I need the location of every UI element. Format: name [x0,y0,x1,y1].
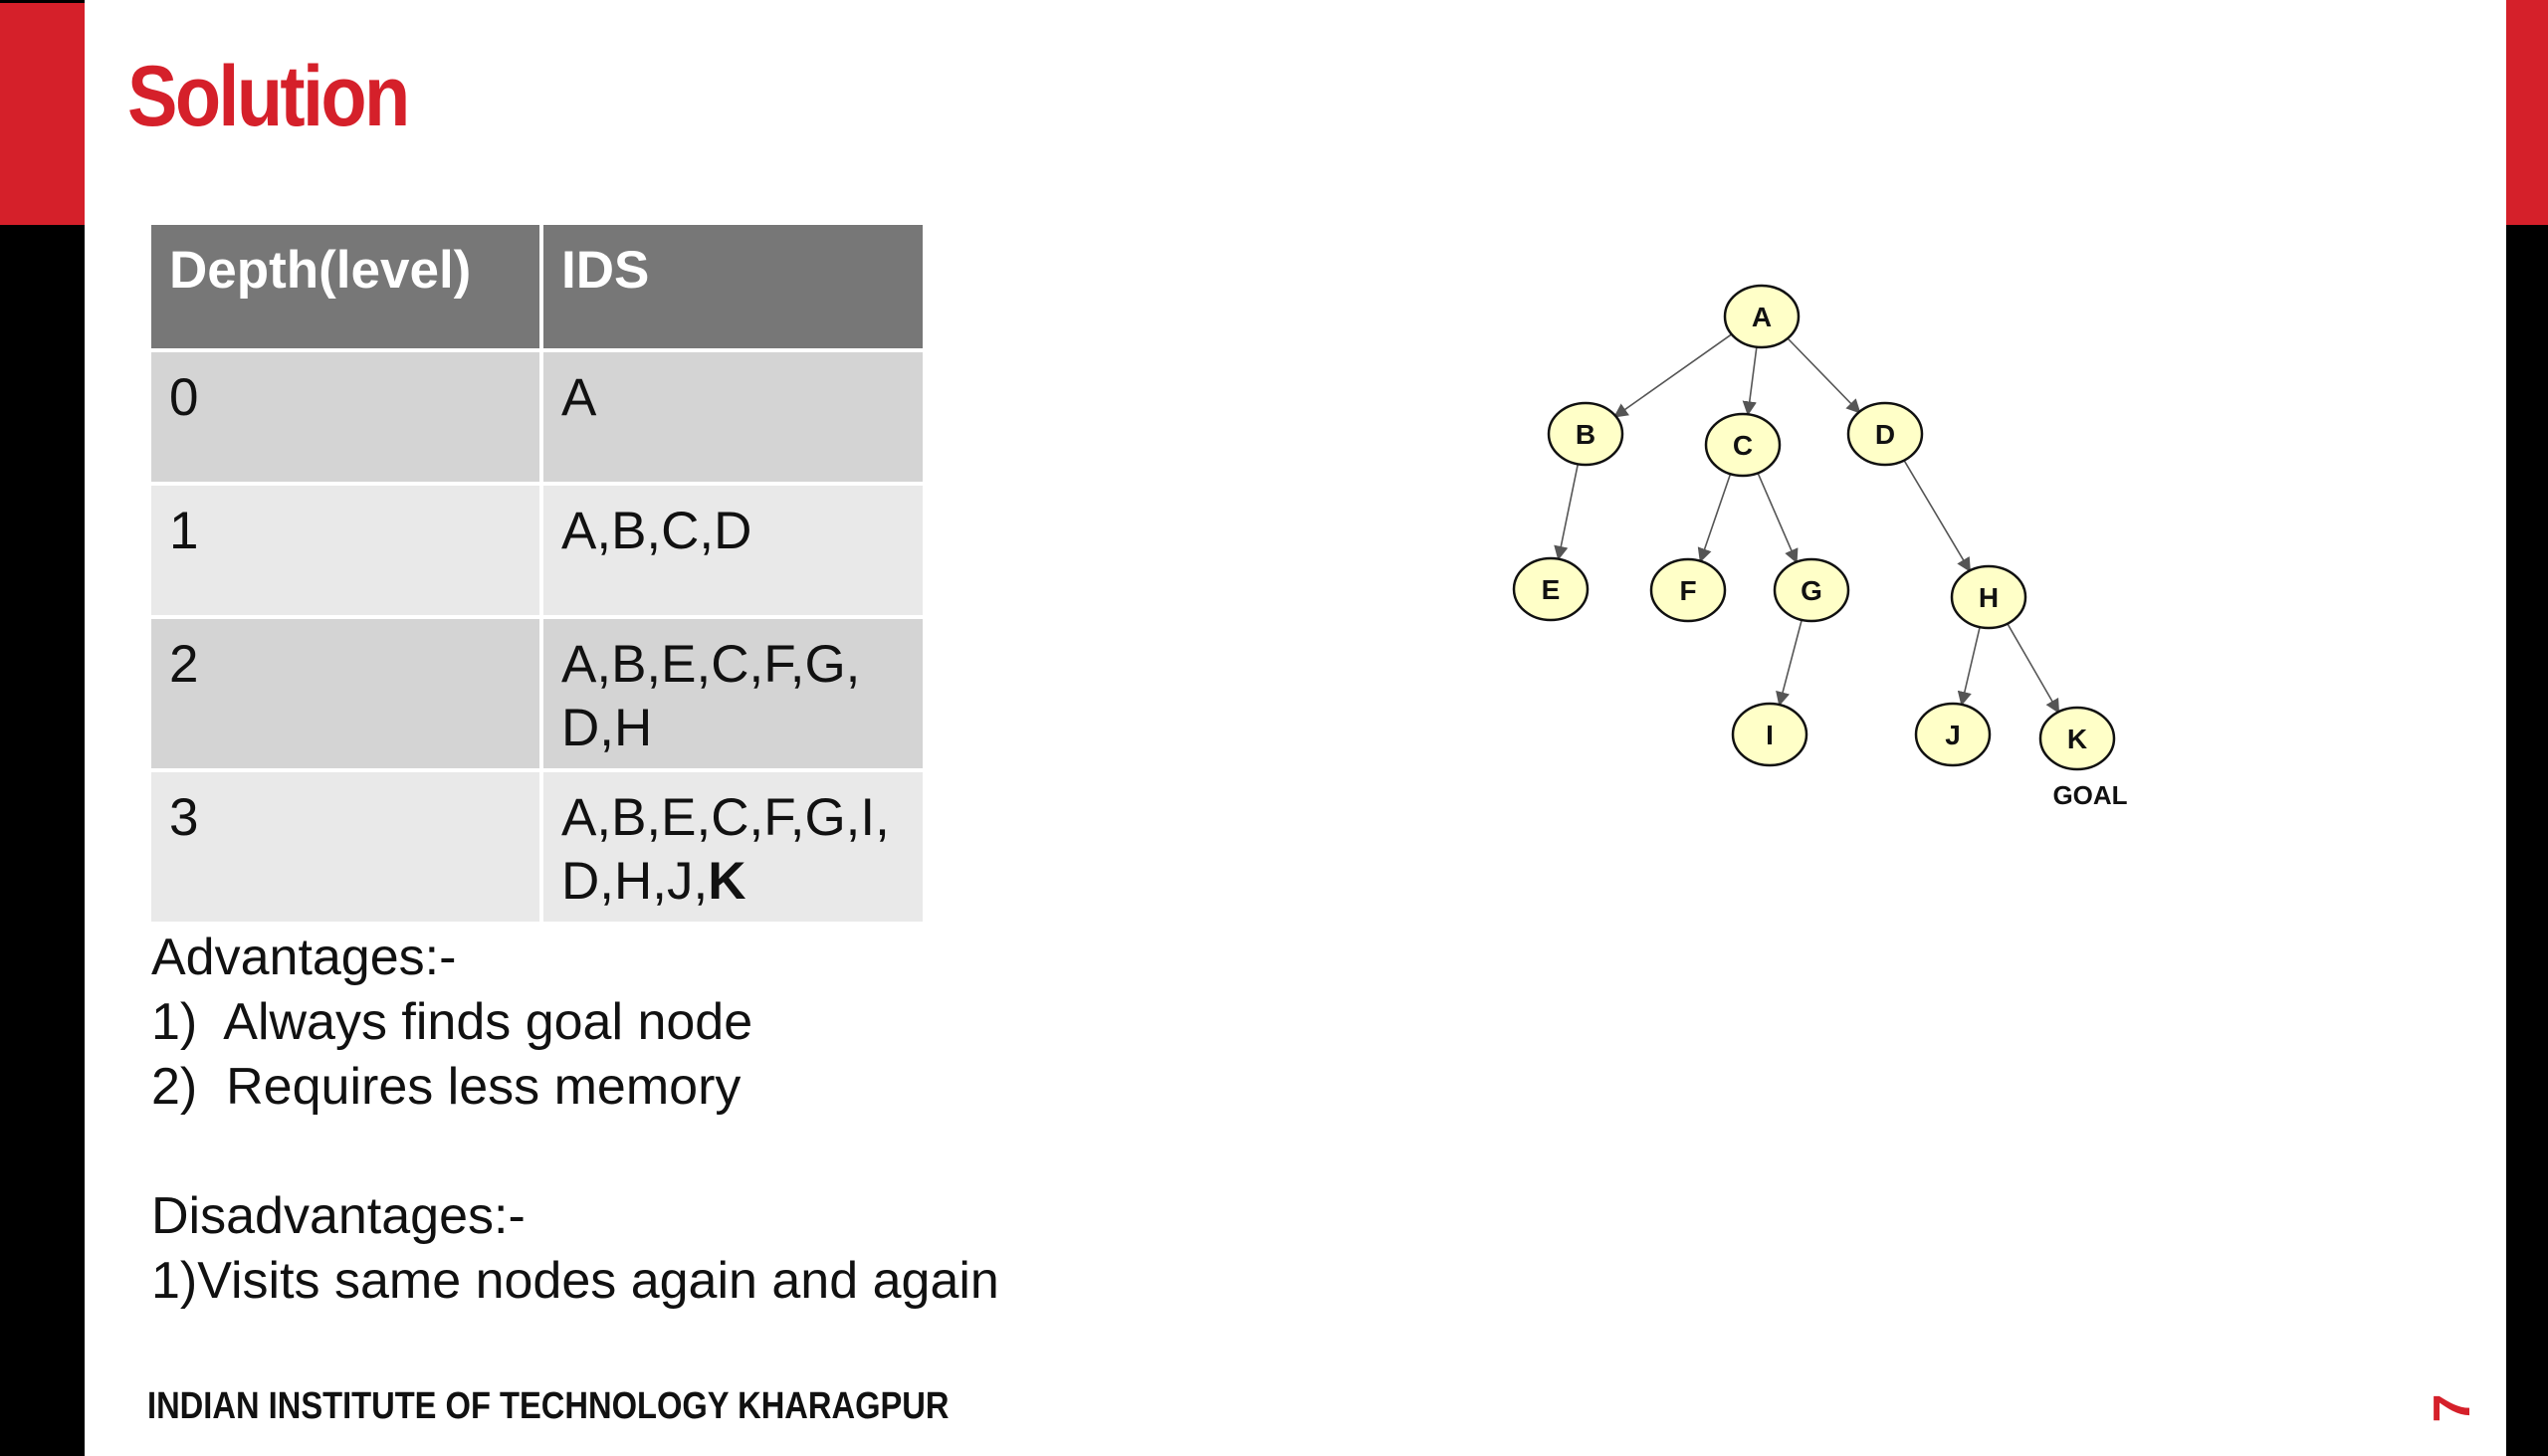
ids-sequence: A,B,E,C,F,G,I,D,H,J, [561,788,890,911]
depth-cell: 1 [151,486,539,615]
tree-edge-H-K [2006,622,2060,714]
ids-cell: A,B,E,C,F,G,D,H [543,619,923,768]
tree-edge-A-D [1786,336,1861,414]
tree-node-label: E [1542,574,1561,605]
ids-sequence: A,B,E,C,F,G,D,H [561,635,861,757]
tree-node-C: C [1704,412,1782,478]
tree-node-I: I [1731,702,1808,767]
tree-node-G: G [1773,557,1850,623]
goal-label: GOAL [2052,780,2127,810]
advantage-item: 1) Always finds goal node [151,993,753,1051]
ids-cell: A,B,E,C,F,G,I,D,H,J,K [543,772,923,922]
ids-table: Depth(level) IDS 0 A 1 A,B,C,D 2 A,B,E,C… [147,221,927,926]
table-row: 0 A [151,352,923,482]
tree-edge-D-H [1903,459,1971,573]
tree-node-label: B [1576,419,1595,450]
header-ids: IDS [543,225,923,348]
tree-edge-C-G [1757,472,1799,564]
tree-node-D: D [1846,401,1924,467]
institute-footer: INDIAN INSTITUTE OF TECHNOLOGY KHARAGPUR [147,1385,950,1427]
disadvantage-item: 1)Visits same nodes again and again [151,1252,999,1310]
tree-node-J: J [1914,702,1992,767]
table-row: 1 A,B,C,D [151,486,923,615]
table-header-row: Depth(level) IDS [151,225,923,348]
table-row: 3 A,B,E,C,F,G,I,D,H,J,K [151,772,923,922]
advantages-heading: Advantages:- [151,929,457,986]
tree-node-label: D [1875,419,1895,450]
page-number: 7 [2424,1393,2481,1423]
tree-edge-A-C [1742,346,1758,416]
header-depth: Depth(level) [151,225,539,348]
tree-edge-B-E [1554,464,1580,561]
ids-cell: A [543,352,923,482]
tree-node-label: H [1979,582,1999,613]
spacer [151,1120,999,1184]
depth-cell: 2 [151,619,539,768]
tree-node-label: I [1766,720,1774,750]
tree-node-A: A [1723,284,1801,349]
tree-node-label: A [1752,302,1772,332]
ids-cell: A,B,C,D [543,486,923,615]
tree-node-E: E [1512,556,1590,622]
tree-node-label: F [1679,575,1696,606]
tree-edges [1554,332,2060,714]
slide-title: Solution [127,49,410,144]
tree-node-label: J [1945,720,1961,750]
tree-edge-C-F [1697,473,1732,563]
tree-nodes: A B C D E F G H I J K [1512,284,2116,771]
tree-node-label: G [1801,575,1822,606]
depth-cell: 0 [151,352,539,482]
tree-node-label: C [1733,430,1753,461]
tree-node-F: F [1649,557,1727,623]
tree-node-B: B [1547,401,1624,467]
search-tree-diagram: A B C D E F G H I J K GOAL [1512,284,2128,810]
depth-cell: 3 [151,772,539,922]
left-accent-bar [0,3,85,225]
tree-node-H: H [1950,564,2027,630]
tree-edge-H-J [1957,626,1981,707]
right-accent-bar [2506,0,2548,225]
disadvantages-heading: Disadvantages:- [151,1187,526,1245]
advantage-item: 2) Requires less memory [151,1058,742,1116]
goal-node-label: K [708,852,746,911]
tree-node-K: K [2038,706,2116,771]
tree-node-label: K [2067,724,2087,754]
notes: Advantages:- 1) Always finds goal node 2… [151,926,999,1314]
tree-edge-A-B [1613,332,1734,418]
table-row: 2 A,B,E,C,F,G,D,H [151,619,923,768]
tree-edge-G-I [1776,619,1803,707]
